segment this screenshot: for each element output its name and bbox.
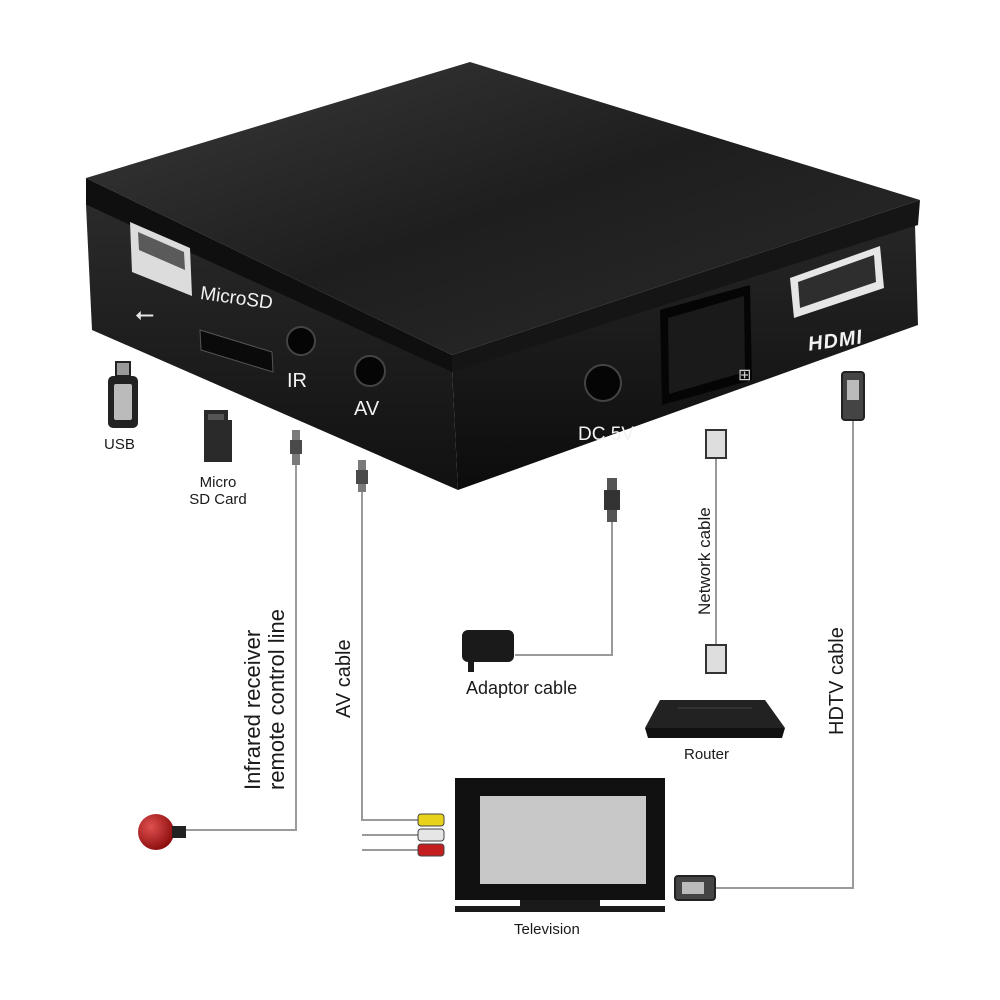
device-rim-right	[452, 200, 920, 372]
micro-sd-card-icon	[204, 410, 232, 462]
network-plug-bottom	[705, 644, 727, 674]
ir-plug	[290, 430, 302, 465]
lan-port: ⊞	[660, 285, 752, 405]
av-cable-line	[361, 490, 420, 851]
hdmi-port	[790, 246, 884, 318]
dc-cable-line	[515, 520, 613, 656]
micro-sd-card-label: Micro SD Card	[186, 474, 250, 509]
cables	[180, 420, 854, 889]
micro-sd-label-line2: SD Card	[189, 491, 247, 509]
ir-cable-line	[180, 465, 297, 831]
rca-red-plug	[417, 843, 445, 857]
av-cable-label: AV cable	[333, 639, 355, 718]
ir-cable-label-line1: Infrared receiver	[240, 629, 265, 790]
rca-yellow-plug	[417, 813, 445, 827]
ir-cable-label-line2: remote control line	[264, 609, 289, 790]
av-port-label: AV	[354, 398, 380, 420]
av-plug	[356, 460, 368, 492]
usb-port	[130, 222, 192, 296]
hdtv-cable-line	[715, 420, 854, 889]
tv-box-device: ⭠ ⊞	[86, 62, 920, 490]
dc-jack	[584, 364, 622, 402]
network-plug-top	[705, 429, 727, 459]
network-cable-label: Network cable	[695, 507, 714, 615]
television-icon	[455, 778, 665, 912]
svg-text:⊞: ⊞	[738, 365, 751, 384]
dc-plug	[604, 478, 620, 522]
hdmi-plug-bottom	[674, 875, 716, 901]
usb-label: USB	[104, 436, 135, 453]
hdmi-plug-top	[841, 371, 865, 421]
rca-plugs	[417, 813, 445, 857]
router-label: Router	[684, 746, 730, 763]
ir-port-label: IR	[287, 370, 307, 392]
ir-receiver	[138, 814, 186, 850]
ir-jack	[286, 326, 316, 356]
device-top	[86, 62, 920, 355]
usb-symbol-icon: ⭠	[135, 300, 154, 328]
usb-stick-icon	[108, 361, 138, 428]
television-label: Television	[514, 921, 580, 938]
dc-port-label: DC 5V	[578, 424, 634, 445]
rca-white-plug	[417, 828, 445, 842]
hdtv-cable-label: HDTV cable	[826, 627, 848, 735]
av-jack	[354, 355, 386, 387]
power-adaptor-icon	[462, 630, 514, 672]
device-rim	[86, 178, 452, 372]
microsd-slot	[199, 329, 274, 373]
adaptor-cable-label: Adaptor cable	[466, 678, 578, 698]
router-icon	[645, 700, 785, 738]
micro-sd-label-line1: Micro	[199, 474, 237, 491]
